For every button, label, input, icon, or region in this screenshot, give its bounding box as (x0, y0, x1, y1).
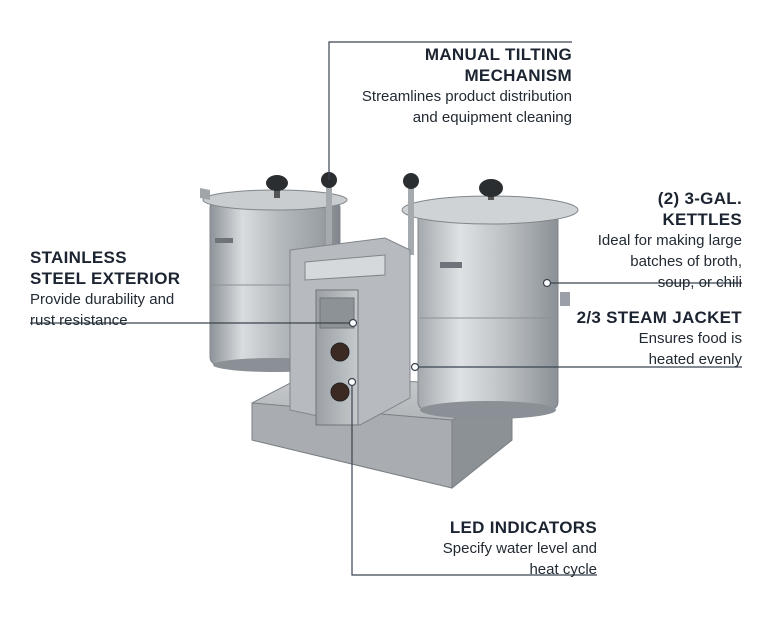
callout-stainless: STAINLESS STEEL EXTERIOR Provide durabil… (30, 247, 250, 331)
callout-desc: Ideal for making large batches of broth,… (597, 232, 742, 291)
callout-steam: 2/3 STEAM JACKET Ensures food is heated … (502, 307, 742, 370)
callout-title: LED INDICATORS (449, 518, 597, 537)
callout-desc: Ensures food is heated evenly (638, 330, 742, 368)
callout-title: STAINLESS STEEL EXTERIOR (30, 248, 181, 288)
right-kettle-dial (330, 382, 350, 402)
callout-title: 2/3 STEAM JACKET (576, 308, 742, 327)
tilting-leader-line (328, 41, 572, 180)
left-lid-knob (266, 175, 288, 191)
stainless-dot (348, 318, 358, 328)
leader-dots (347, 278, 552, 387)
control-tower (289, 237, 411, 426)
right-brand-plate (440, 262, 462, 268)
callout-title: MANUAL TILTING MECHANISM (424, 45, 572, 85)
callout-kettles: (2) 3-GAL. KETTLES Ideal for making larg… (522, 188, 742, 293)
callout-title: (2) 3-GAL. KETTLES (657, 189, 742, 229)
right-tilt-handle (403, 173, 419, 255)
callout-led: LED INDICATORS Specify water level and h… (357, 517, 597, 580)
callout-desc: Provide durability and rust resistance (30, 291, 175, 329)
steam-dot (410, 362, 420, 372)
leader-lines (30, 41, 742, 576)
callout-tilting: MANUAL TILTING MECHANISM Streamlines pro… (272, 44, 572, 128)
callout-desc: Specify water level and heat cycle (442, 540, 597, 578)
led-leader-line (351, 382, 597, 576)
callout-desc: Streamlines product distribution and equ… (361, 88, 572, 126)
right-lid-knob (479, 179, 503, 197)
left-kettle-dial (330, 342, 350, 362)
left-brand-plate (215, 238, 233, 243)
kettles-dot (542, 278, 552, 288)
right-kettle (401, 179, 579, 419)
led-dot (347, 377, 357, 387)
